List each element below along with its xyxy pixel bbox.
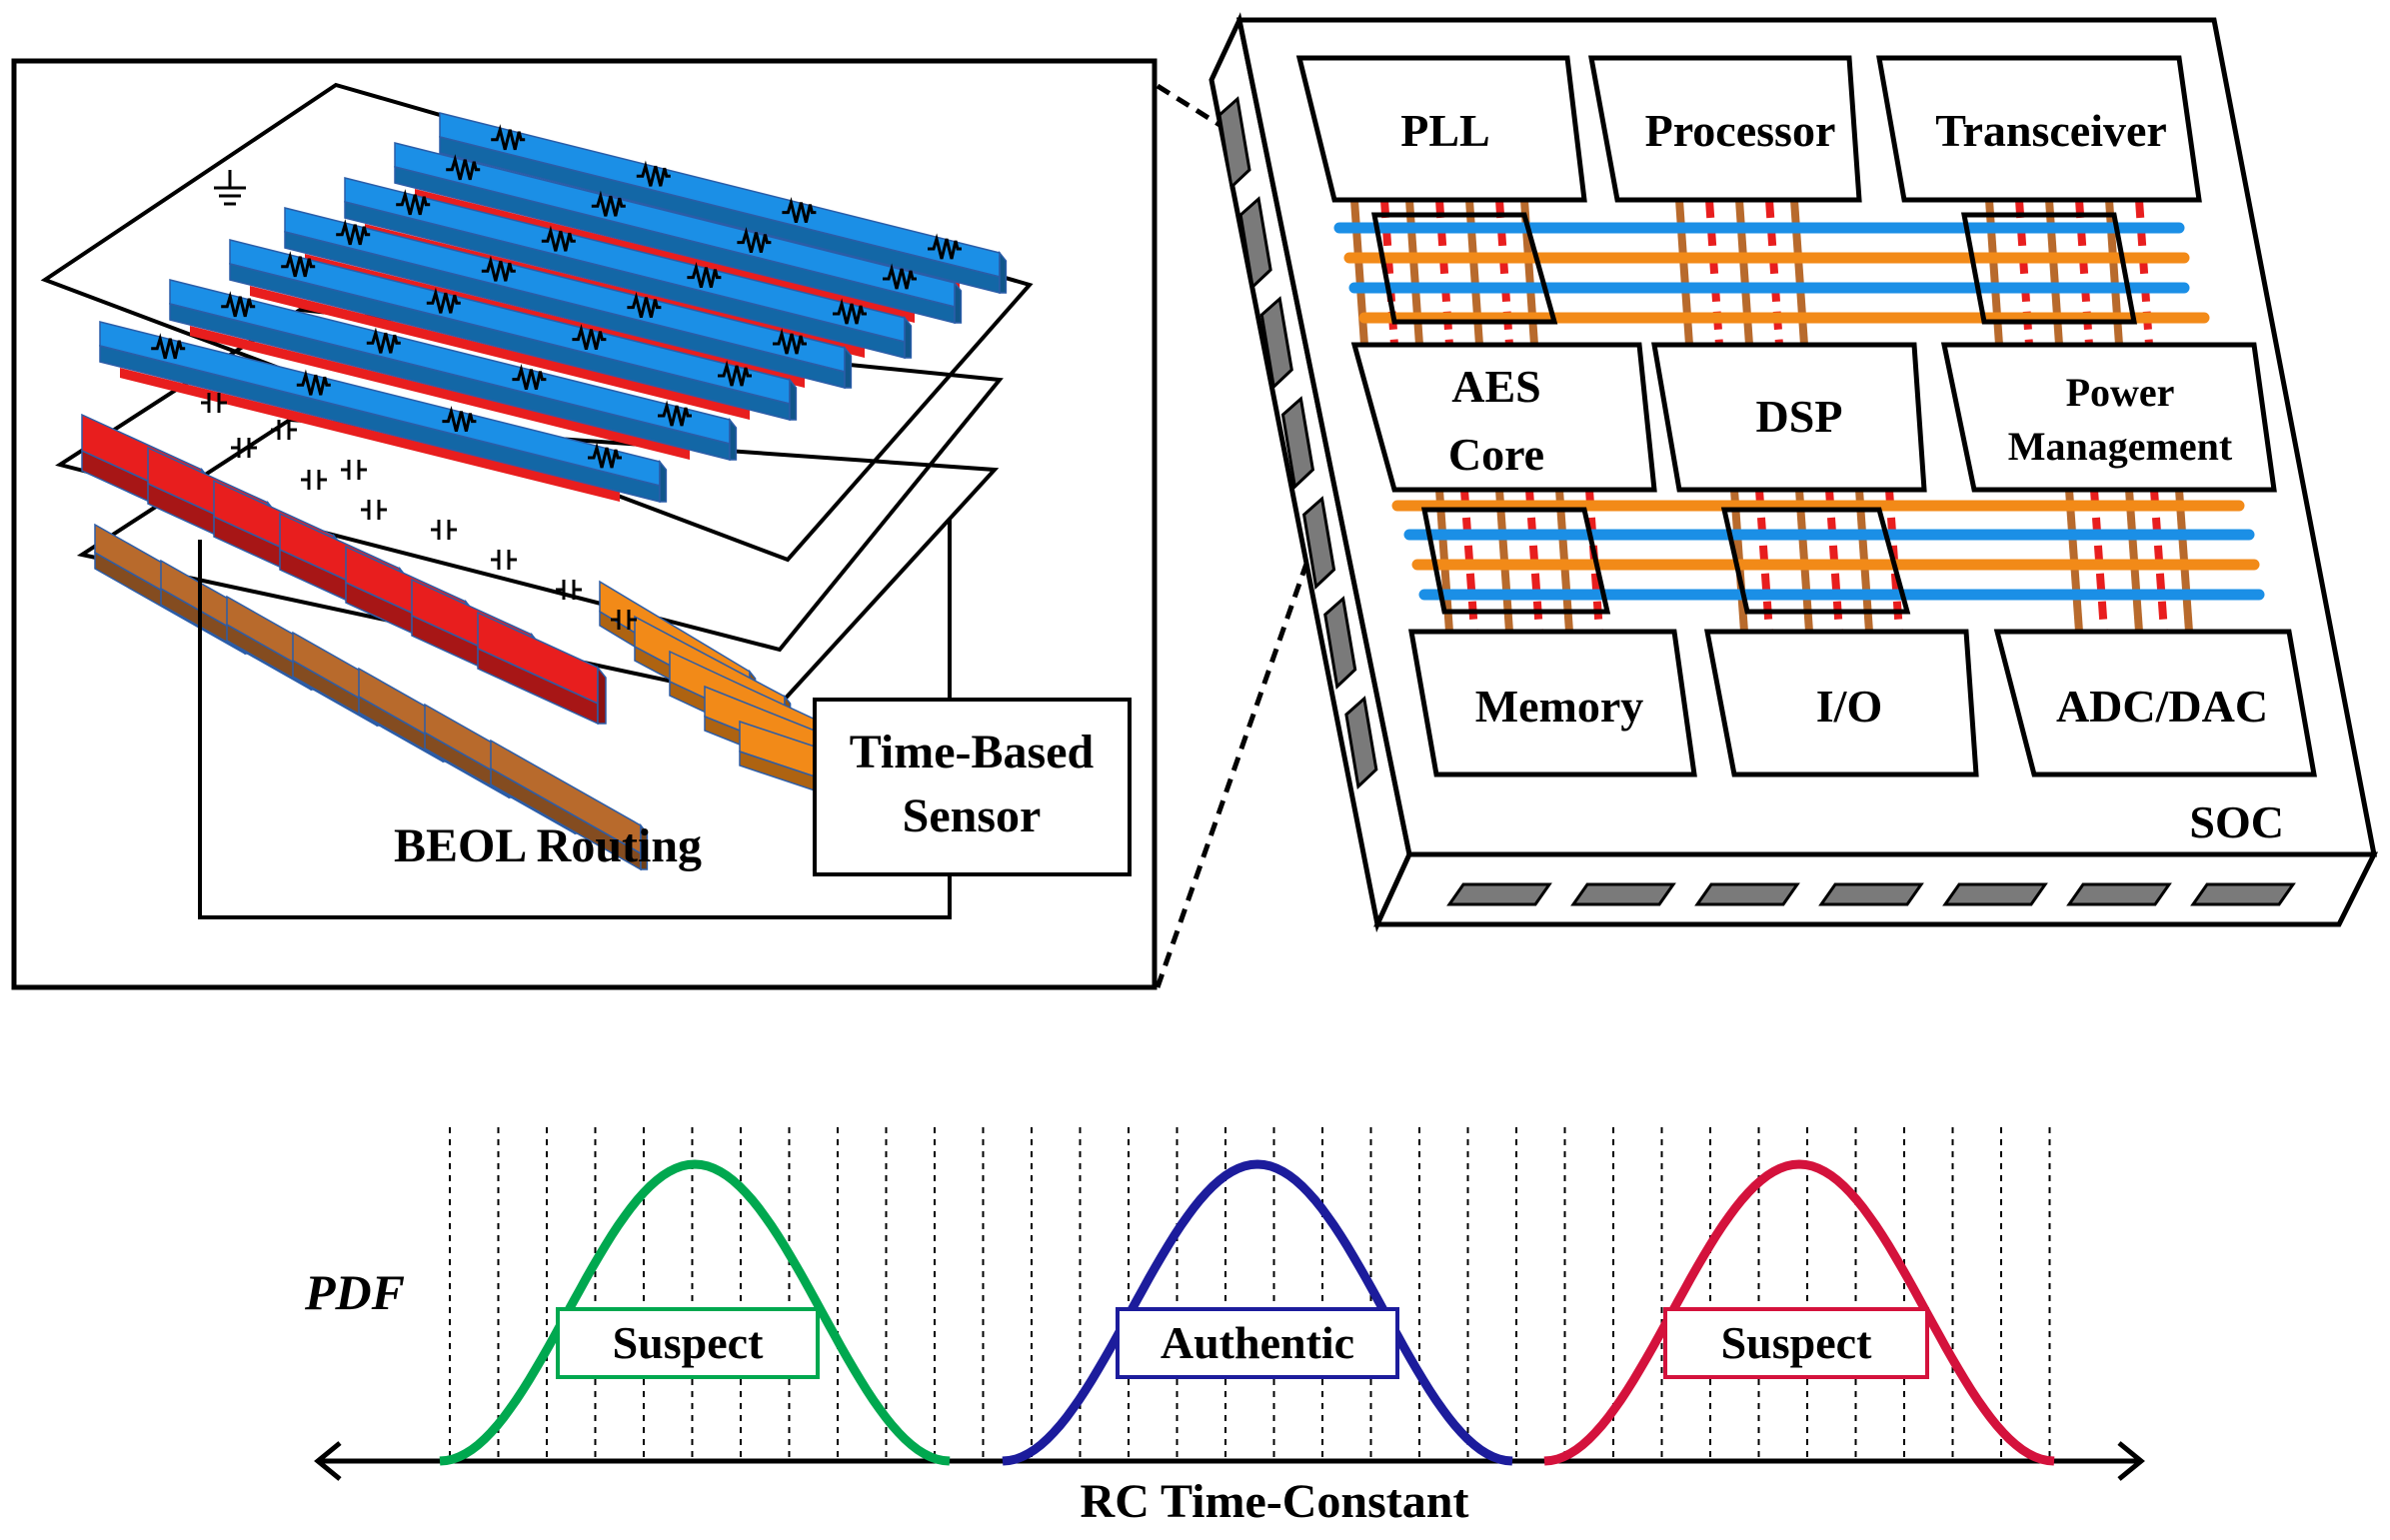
zoom-connector xyxy=(1155,83,1342,988)
suspect-left-label: Suspect xyxy=(613,1317,764,1368)
io-label: I/O xyxy=(1816,681,1882,732)
adc-dac-block xyxy=(1993,629,2317,777)
soc-interconnect xyxy=(1333,199,2265,633)
authentic-label: Authentic xyxy=(1161,1317,1354,1368)
soc-label: SOC xyxy=(2189,796,2284,847)
brown-wire xyxy=(490,739,649,871)
io-pad xyxy=(1570,882,1676,906)
io-pad xyxy=(1942,882,2048,906)
aes-label-line2: Core xyxy=(1448,429,1544,480)
highlight-box xyxy=(1420,507,1611,615)
io-pad xyxy=(1280,396,1315,491)
blue-wire xyxy=(284,207,853,389)
io-block xyxy=(1703,629,1979,777)
power-management-block xyxy=(1940,342,2277,493)
soc-pads xyxy=(1217,96,2296,906)
highlight-box xyxy=(1370,212,1558,325)
blue-wire xyxy=(394,142,963,324)
blue-wire xyxy=(229,239,798,421)
power-label-line1: Power xyxy=(2066,370,2175,415)
pll-label: PLL xyxy=(1400,105,1489,156)
transceiver-label: Transceiver xyxy=(1935,105,2167,156)
pdf-gridlines xyxy=(449,1127,2051,1461)
sensor-label-line2: Sensor xyxy=(903,789,1042,842)
pdf-legend-suspect-left: Suspect xyxy=(556,1307,820,1379)
aes-core-block xyxy=(1350,342,1657,493)
pll-block xyxy=(1295,55,1587,203)
pdf-plot: Suspect Authentic Suspect PDF RC Time-Co… xyxy=(304,1127,2145,1528)
x-axis xyxy=(314,1441,2145,1481)
wire-layers xyxy=(81,112,1008,871)
pdf-legend-suspect-right: Suspect xyxy=(1663,1307,1929,1379)
highlight-box xyxy=(1960,212,2138,325)
io-pad xyxy=(1344,696,1378,790)
soc-blocks xyxy=(1295,55,2317,777)
blue-wire xyxy=(99,321,668,503)
blue-wire xyxy=(344,177,913,359)
adc-dac-label: ADC/DAC xyxy=(2056,681,2268,732)
io-pad xyxy=(1323,596,1357,691)
io-pad xyxy=(1259,296,1293,391)
dsp-label: DSP xyxy=(1756,391,1843,442)
transceiver-block xyxy=(1876,55,2202,203)
red-strip xyxy=(250,286,750,420)
blue-wire xyxy=(439,112,1008,294)
beol-routing-label: BEOL Routing xyxy=(394,819,702,872)
io-pad xyxy=(1446,882,1552,906)
processor-label: Processor xyxy=(1645,105,1836,156)
ground-icon xyxy=(214,170,246,206)
io-pad xyxy=(1301,496,1336,591)
io-pad xyxy=(2066,882,2172,906)
io-pad xyxy=(1238,196,1272,291)
red-strip xyxy=(190,326,690,460)
processor-block xyxy=(1588,55,1862,203)
memory-block xyxy=(1408,629,1697,777)
io-pad xyxy=(1694,882,1800,906)
pdf-curve-suspect xyxy=(439,1159,951,1466)
highlight-box xyxy=(1720,507,1911,615)
power-label-line2: Management xyxy=(2008,424,2233,469)
pdf-y-label: PDF xyxy=(304,1264,405,1320)
io-pad xyxy=(2190,882,2296,906)
sensor-label-line1: Time-Based xyxy=(850,726,1095,778)
red-wire xyxy=(477,611,607,726)
red-strip xyxy=(120,368,620,502)
dsp-block xyxy=(1651,342,1927,493)
aes-label-line1: AES xyxy=(1451,361,1540,412)
time-based-sensor-box xyxy=(813,698,1132,876)
soc-panel: PLL Processor Transceiver AES Core DSP P… xyxy=(1208,12,2379,933)
io-pad xyxy=(1217,96,1251,191)
pdf-curve-authentic xyxy=(1002,1159,1513,1466)
blue-wire xyxy=(169,279,738,461)
pdf-curve-suspect xyxy=(1543,1159,2055,1466)
pdf-legend-authentic: Authentic xyxy=(1116,1307,1399,1379)
pdf-x-label: RC Time-Constant xyxy=(1081,1475,1469,1528)
beol-routing-panel: Time-Based Sensor BEOL Routing xyxy=(11,58,1158,990)
memory-label: Memory xyxy=(1475,681,1644,732)
io-pad xyxy=(1818,882,1924,906)
pdf-curves xyxy=(439,1159,2055,1466)
suspect-right-label: Suspect xyxy=(1721,1317,1872,1368)
